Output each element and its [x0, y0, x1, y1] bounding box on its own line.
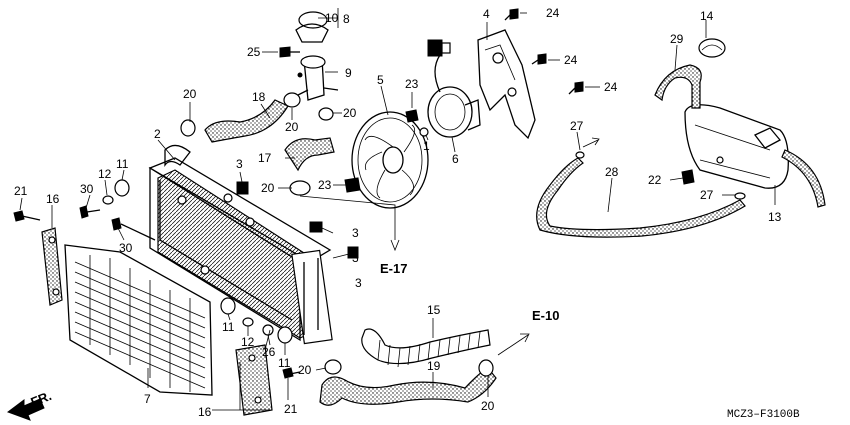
hose-lower-19 — [319, 367, 497, 406]
overflow-tube-28 — [536, 157, 746, 238]
callout-30-a: 30 — [80, 182, 94, 196]
callout-3-d: 3 — [355, 276, 362, 290]
callout-14: 14 — [700, 9, 714, 23]
side-bracket-right — [235, 344, 273, 416]
leader-lines — [19, 8, 776, 411]
callout-24-b: 24 — [564, 53, 578, 67]
cooling-fan — [351, 111, 429, 209]
callout-8: 8 — [343, 12, 350, 26]
callout-29: 29 — [670, 32, 684, 46]
callout-16-a: 16 — [46, 192, 60, 206]
reserve-tank — [684, 38, 789, 189]
callout-23-b: 23 — [318, 178, 332, 192]
radiator-core — [148, 144, 333, 345]
filler-neck — [279, 11, 339, 101]
callout-24-c: 24 — [604, 80, 618, 94]
side-bracket-left — [41, 227, 63, 306]
fan-shroud — [477, 29, 536, 140]
callout-18: 18 — [252, 90, 266, 104]
callout-20-b: 20 — [285, 120, 299, 134]
callout-labels: 10 8 25 9 18 20 20 20 5 23 1 6 4 24 24 2… — [14, 6, 782, 419]
reference-e17: E-17 — [380, 261, 407, 276]
callout-17: 17 — [258, 151, 272, 165]
front-direction-label: FR. — [29, 388, 54, 410]
callout-25: 25 — [247, 45, 261, 59]
shroud-bolts — [504, 8, 584, 95]
diagram-code: MCZ3–F3100B — [727, 409, 800, 421]
fan-nuts — [344, 109, 429, 193]
callout-9: 9 — [345, 66, 352, 80]
hose-corrugated-15 — [361, 328, 491, 368]
callout-11-a: 11 — [116, 157, 129, 171]
breather-tube — [781, 149, 826, 208]
tank-hose-29 — [654, 64, 702, 109]
callout-6: 6 — [452, 152, 459, 166]
callout-20-e: 20 — [298, 363, 312, 377]
radiator-grille — [64, 244, 213, 396]
callout-20-a: 20 — [183, 87, 197, 101]
tank-fasteners — [575, 151, 746, 200]
callout-26: 26 — [262, 345, 276, 359]
callout-19: 19 — [427, 359, 441, 373]
callout-15: 15 — [427, 303, 441, 317]
front-direction-arrow — [6, 398, 45, 421]
callout-7: 7 — [144, 392, 151, 406]
callout-3-b: 3 — [352, 226, 359, 240]
callout-13: 13 — [768, 210, 782, 224]
callout-22: 22 — [648, 173, 662, 187]
callout-3-a: 3 — [236, 157, 243, 171]
mounting-clips — [236, 181, 359, 259]
fan-motor — [427, 39, 481, 138]
callout-20-f: 20 — [481, 399, 495, 413]
callout-24-a: 24 — [546, 6, 560, 20]
callout-11-b: 11 — [222, 320, 235, 334]
callout-2: 2 — [154, 127, 161, 141]
callout-21-a: 21 — [14, 184, 28, 198]
callout-12-b: 12 — [241, 335, 255, 349]
callout-4: 4 — [483, 7, 490, 21]
callout-30-b: 30 — [119, 241, 133, 255]
callout-20-c: 20 — [343, 106, 357, 120]
callout-11-c: 11 — [278, 356, 291, 370]
hose-17 — [284, 137, 335, 172]
callout-12-a: 12 — [98, 167, 112, 181]
callout-1: 1 — [423, 139, 430, 153]
callout-5: 5 — [377, 73, 384, 87]
callout-3-c: 3 — [352, 251, 359, 265]
callout-10: 10 — [325, 11, 339, 25]
callout-27-a: 27 — [570, 119, 584, 133]
callout-21-b: 21 — [284, 402, 298, 416]
hose-upper-18 — [204, 99, 289, 143]
callout-27-b: 27 — [700, 188, 714, 202]
reference-e10: E-10 — [532, 308, 559, 323]
callout-28: 28 — [605, 165, 619, 179]
callout-23-a: 23 — [405, 77, 419, 91]
callout-16-b: 16 — [198, 405, 212, 419]
hose-clamps — [180, 92, 494, 377]
callout-20-d: 20 — [261, 181, 275, 195]
